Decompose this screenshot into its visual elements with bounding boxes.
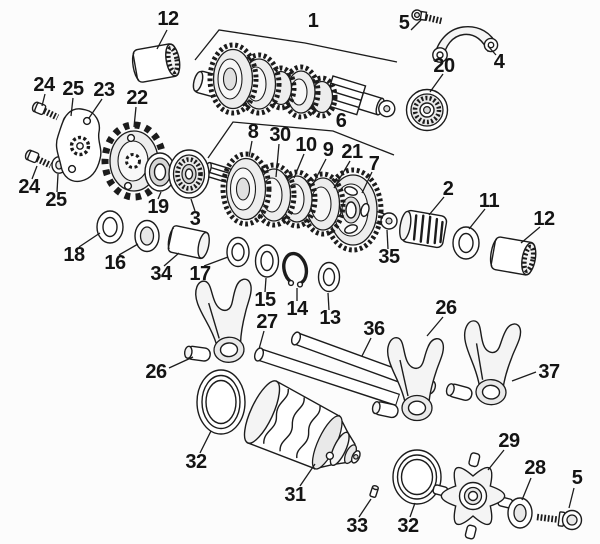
part-2-needle-cage [399,209,448,249]
callout-32-bottom: 32 [397,515,419,537]
callout-5-top: 5 [398,12,410,34]
callout-37: 37 [538,361,560,383]
part-23-retainer-plate [55,108,102,183]
callout-15: 15 [254,289,276,311]
callout-25-upper: 25 [62,78,84,100]
part-20-ball-bearing [405,88,449,132]
callout-34: 34 [150,263,172,285]
part-12-bushing-left [131,43,181,83]
part-11-washer [452,226,480,260]
part-8-gear [220,151,272,227]
callout-24-lower: 24 [18,176,40,198]
callout-14: 14 [286,298,308,320]
callout-20: 20 [433,55,455,77]
part-5-bolt-top [411,9,443,25]
callout-8: 8 [247,121,259,143]
callout-4: 4 [493,51,505,73]
callout-12-right: 12 [533,208,555,230]
part-17-washer [226,236,250,268]
part-28-washer [507,497,533,529]
part-1-primary-gear-shaft [192,42,396,120]
callout-35: 35 [378,246,400,268]
part-27-fork-rod [253,347,401,407]
callout-26-right: 26 [435,297,457,319]
part-4-bridge-plate [432,26,499,63]
callout-12-top-left: 12 [157,8,179,30]
callout-30: 30 [269,124,291,146]
part-13-washer [317,261,341,293]
part-37-shift-fork [444,318,522,407]
part-32-seal-ring-bottom [392,449,442,505]
callout-25-lower: 25 [45,189,67,211]
callout-5-bottom: 5 [571,467,583,489]
callout-17: 17 [189,263,211,285]
callout-33: 33 [346,515,368,537]
leader-lines [31,19,575,518]
part-31-shift-drum [243,380,361,470]
part-3-ball-bearing [168,149,210,199]
part-14-circlip [282,251,309,288]
callout-26-left: 26 [145,361,167,383]
part-24-bolt-lower [24,149,53,169]
callout-24-upper: 24 [33,74,55,96]
part-26-shift-fork-left [177,277,257,367]
callout-11: 11 [478,190,500,212]
part-10-gear [251,162,297,228]
callout-3: 3 [189,208,201,230]
part-34-spacer-sleeve [167,225,210,260]
part-5-bolt-bottom [536,509,583,531]
callout-27: 27 [256,311,278,333]
callout-32-left: 32 [185,451,207,473]
callout-18: 18 [63,244,85,266]
callout-19: 19 [147,196,169,218]
callout-22: 22 [126,87,148,109]
callout-36: 36 [363,318,385,340]
callout-7: 7 [368,153,380,175]
callout-28: 28 [524,457,546,479]
part-33-pin [369,484,380,498]
callout-16: 16 [104,252,126,274]
callout-10: 10 [295,134,317,156]
callout-29: 29 [498,430,520,452]
callout-6: 6 [335,110,347,132]
part-29-gearshift-cam-hub [432,452,514,540]
callout-23: 23 [93,79,115,101]
part-16-washer [134,219,160,253]
part-32-seal-ring-left [196,369,246,435]
part-15-washer [254,244,280,278]
callout-2: 2 [442,178,454,200]
callout-9: 9 [322,139,334,161]
part-1-gear-a [207,42,259,116]
part-26-shift-fork-right [370,337,445,422]
callout-1: 1 [307,10,319,32]
callout-31: 31 [284,484,306,506]
callout-13: 13 [319,307,341,329]
part-6-secondary-gear-shaft [203,151,398,253]
callout-21: 21 [341,141,363,163]
part-24-bolt-upper [31,101,60,121]
part-18-seal-ring [96,210,124,244]
part-12-bushing-right [489,236,537,276]
